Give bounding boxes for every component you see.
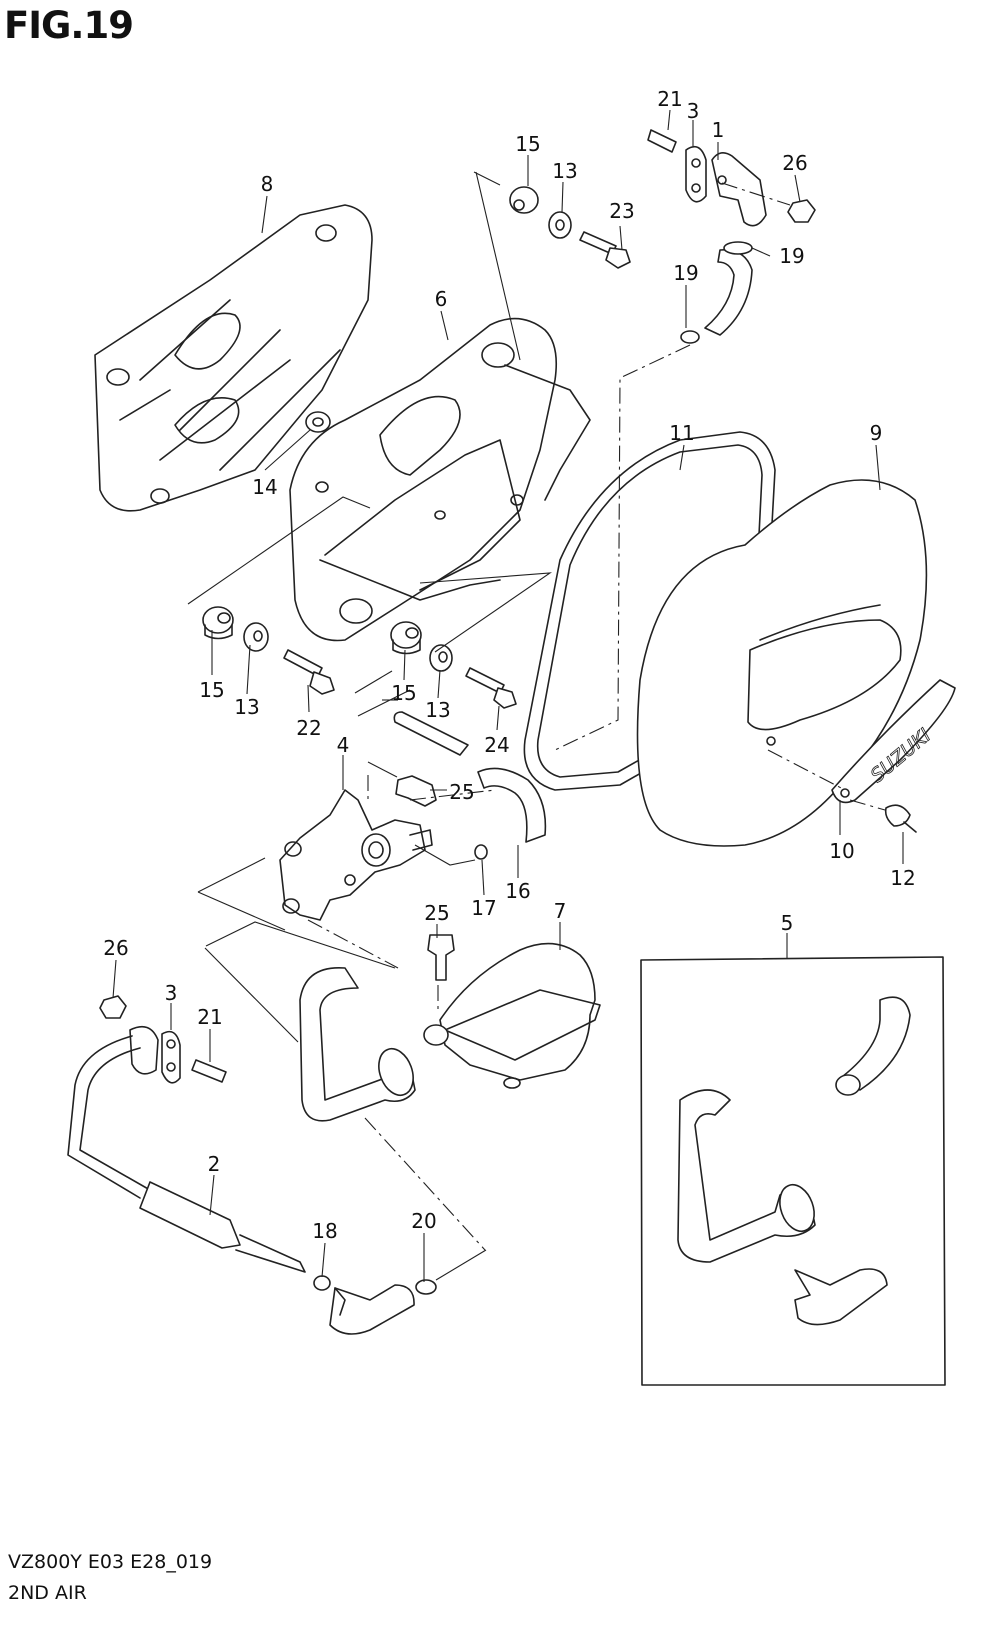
callout-22: 22 [296,716,321,740]
lower-hose [299,967,416,1122]
callout-21-top: 21 [657,87,682,111]
part-13-washer-top [548,211,572,239]
part-2-pipe [67,1025,306,1273]
callout-19-lower: 19 [673,261,698,285]
callout-4: 4 [337,733,350,757]
callout-7: 7 [554,899,567,923]
callout-26-top: 26 [782,151,807,175]
callout-12: 12 [890,866,915,890]
short-pipe [393,711,469,756]
part-24-bolt [465,667,517,709]
part-26-nut-left [99,995,127,1019]
part-12-screw [884,804,917,833]
callout-6: 6 [435,287,448,311]
callout-13-top: 13 [552,159,577,183]
callout-1: 1 [712,118,725,142]
part-1-elbow [711,152,767,227]
part-21-stud-top [647,129,677,153]
part-5-kit-box [640,956,946,1386]
callout-21-left: 21 [197,1005,222,1029]
part-7-canister [423,942,601,1089]
callout-11: 11 [669,421,694,445]
callout-9: 9 [870,421,883,445]
callout-16: 16 [505,879,530,903]
reference-lines [187,171,886,1281]
part-3-gasket-left [161,1030,181,1084]
part-23-bolt [579,231,631,269]
part-15-grommet-top [509,186,539,214]
callout-numbers: 1 2 3 3 4 5 6 7 8 9 10 11 12 13 13 13 14… [103,87,915,1243]
figure-subtitle: 2ND AIR [8,1582,87,1604]
part-14-grommet [305,411,331,433]
callout-leaders [112,109,904,1282]
callout-14: 14 [252,475,277,499]
callout-19-right: 19 [779,244,804,268]
part-22-bolt [283,649,335,695]
callout-17: 17 [471,896,496,920]
part-21-stud-left [191,1059,227,1083]
part-4-valve [279,789,433,921]
callout-13-left: 13 [234,695,259,719]
figure-title: FIG.19 [4,4,134,47]
callout-20: 20 [411,1209,436,1233]
part-6-bracket [289,317,591,642]
part-17-clamp [474,844,488,860]
part-15-grommet-left [202,606,234,640]
part-25-screw-lower [427,934,455,981]
callout-15-left: 15 [199,678,224,702]
part-9-side-cover [636,479,928,847]
callout-13-center: 13 [425,698,450,722]
callout-5: 5 [781,911,794,935]
part-13-washer-left [243,622,269,652]
callout-3-top: 3 [687,99,700,123]
callout-25-upper: 25 [449,780,474,804]
part-15-grommet-center [390,621,422,655]
callout-23: 23 [609,199,634,223]
callout-15-center: 15 [391,681,416,705]
model-code: VZ800Y E03 E28_019 [8,1551,213,1573]
part-11-seal [523,431,776,791]
part-20-clamp [415,1279,437,1295]
part-26-nut-top [787,199,816,223]
part-3-gasket-top [685,145,707,203]
callout-24: 24 [484,733,509,757]
callout-10: 10 [829,839,854,863]
callout-18: 18 [312,1219,337,1243]
part-8-cover [94,204,373,512]
part-13-washer-center [429,644,453,672]
callout-2: 2 [208,1152,221,1176]
callout-15-top: 15 [515,132,540,156]
callout-3-left: 3 [165,981,178,1005]
t-joint [329,1284,415,1335]
part-18-clamp [313,1275,331,1291]
callout-25-lower: 25 [424,901,449,925]
part-16-hose [477,767,547,843]
callout-8: 8 [261,172,274,196]
part-25-screw-upper [395,775,437,807]
callout-26-left: 26 [103,936,128,960]
part-19-hose [680,241,753,344]
